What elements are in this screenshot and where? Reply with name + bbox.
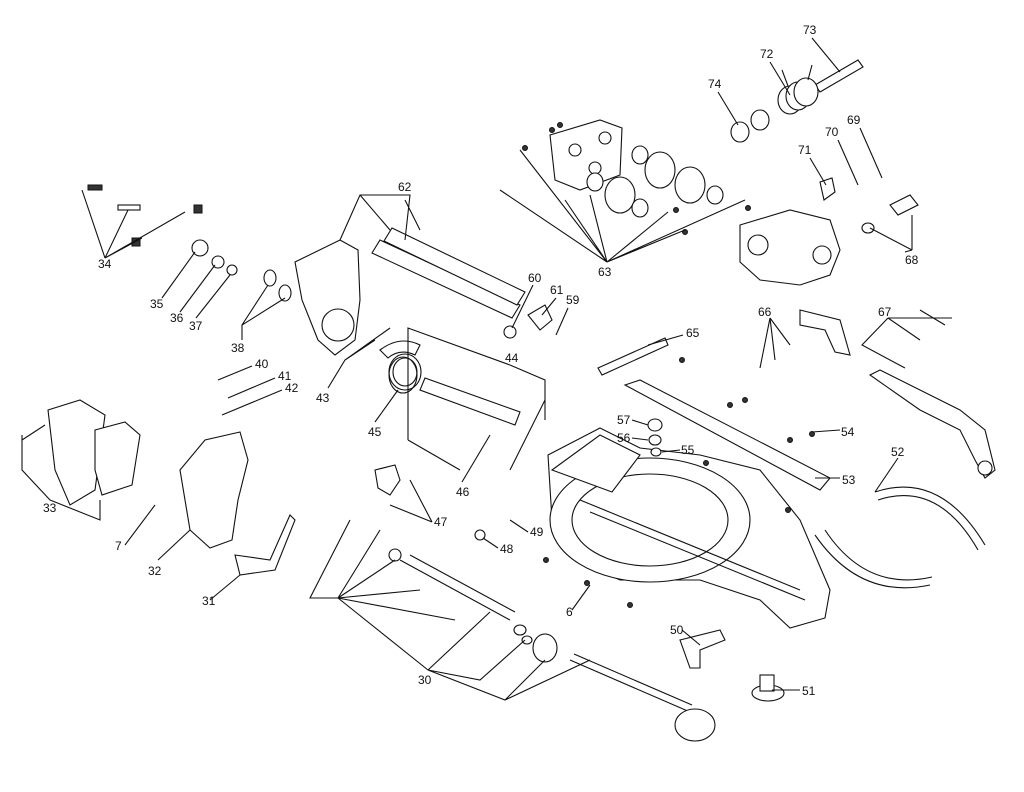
guard-segment [379, 340, 421, 359]
label-68: 68 [905, 253, 919, 267]
fasteners [87, 122, 815, 663]
label-54: 54 [841, 425, 855, 439]
label-74: 74 [708, 77, 722, 91]
miter-scale-bottom [814, 534, 931, 589]
bracket-66 [799, 309, 851, 356]
label-72: 73 [803, 23, 817, 37]
label-65: 65 [686, 326, 700, 340]
label-69: 69 [847, 113, 861, 127]
callout-labels: 73 72 74 69 70 71 62 34 68 63 60 61 59 3… [43, 23, 919, 698]
handle-grip-right [94, 421, 141, 496]
label-31: 31 [202, 594, 216, 608]
rear-casting [739, 209, 841, 286]
bracket-60 [527, 304, 553, 331]
label-6: 6 [566, 605, 573, 619]
long-shaft [399, 559, 511, 621]
label-46: 46 [456, 485, 470, 499]
label-71: 71 [798, 143, 812, 157]
curved-arm [868, 369, 996, 479]
label-43: 43 [316, 391, 330, 405]
label-38: 38 [231, 341, 245, 355]
slide-tubes [371, 227, 526, 319]
label-49: 49 [530, 525, 544, 539]
bolt-68 [889, 194, 919, 216]
lock-lever [234, 514, 296, 576]
hold-down-rod [569, 659, 691, 713]
label-35: 35 [150, 297, 164, 311]
label-34: 34 [98, 257, 112, 271]
label-63: 63 [598, 265, 612, 279]
hinge-plate [549, 119, 623, 191]
label-55: 55 [681, 443, 695, 457]
label-47: 47 [434, 515, 448, 529]
label-70: 70 [825, 125, 839, 139]
label-52: 52 [891, 445, 905, 459]
label-44: 44 [505, 351, 519, 365]
torsion-spring [777, 64, 819, 115]
label-73: 72 [760, 47, 774, 61]
label-36: 36 [170, 311, 184, 325]
label-32: 32 [148, 564, 162, 578]
handle-housing [179, 431, 249, 549]
trigger-grip [374, 464, 401, 496]
label-59: 59 [566, 293, 580, 307]
label-48: 48 [500, 542, 514, 556]
label-33: 33 [43, 501, 57, 515]
label-30: 30 [418, 673, 432, 687]
label-51: 51 [802, 684, 816, 698]
guide-strip [597, 337, 669, 376]
label-41: 41 [278, 369, 292, 383]
label-57: 57 [617, 413, 631, 427]
label-56: 56 [617, 431, 631, 445]
pivot-pin [814, 59, 864, 93]
clamp-bracket [679, 629, 726, 669]
label-7: 7 [115, 539, 122, 553]
label-45: 45 [368, 425, 382, 439]
pivot-shaft [419, 377, 521, 426]
base-turntable [547, 427, 831, 629]
label-61: 60 [528, 271, 542, 285]
label-42: 42 [285, 381, 299, 395]
label-40: 40 [255, 357, 269, 371]
retaining-ring [388, 356, 418, 394]
label-67: 67 [878, 305, 892, 319]
label-60: 61 [550, 283, 564, 297]
label-66: 66 [758, 305, 772, 319]
miter-scale-top [874, 486, 986, 546]
label-53: 53 [842, 473, 856, 487]
label-50: 50 [670, 623, 684, 637]
lever-71 [819, 177, 836, 201]
parts-group [47, 59, 996, 742]
leader-lines [21, 37, 952, 701]
label-37: 37 [189, 319, 203, 333]
handle-grip-left [47, 399, 106, 506]
bushings [586, 145, 724, 218]
label-62: 62 [398, 180, 412, 194]
